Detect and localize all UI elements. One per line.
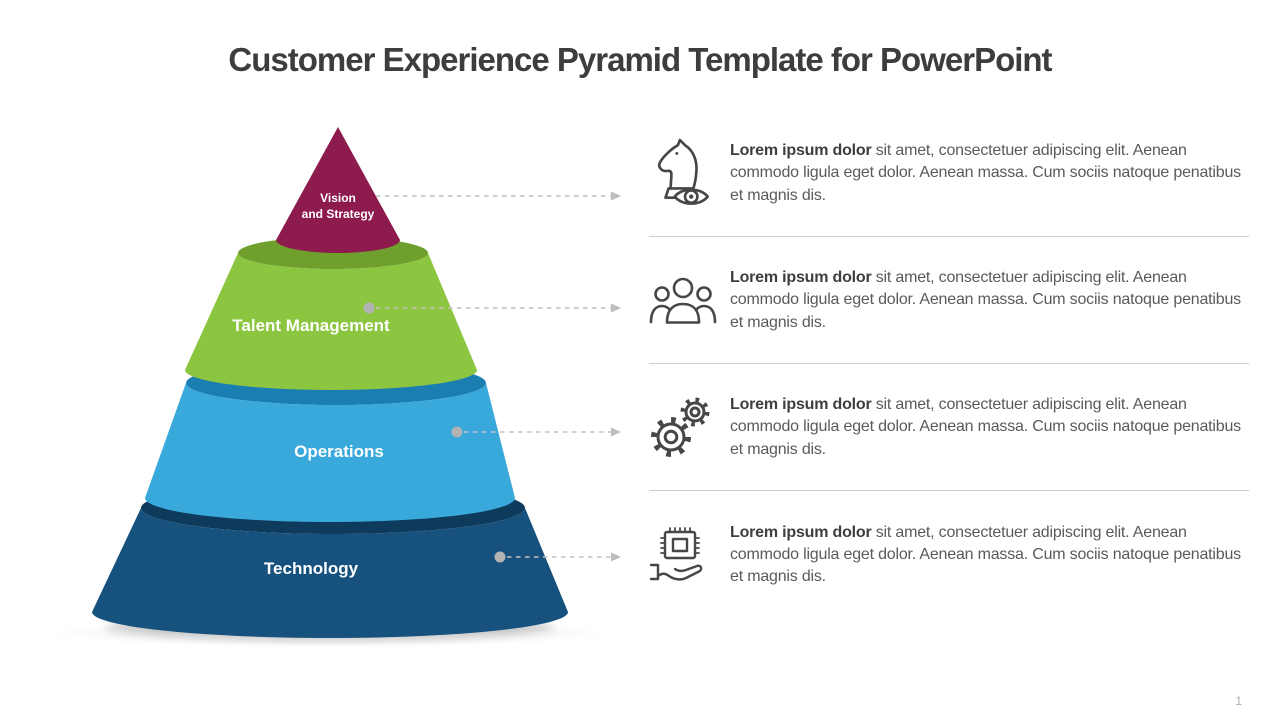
info-section-operations: Lorem ipsum dolor sit amet, consectetuer… <box>649 394 1249 491</box>
connector-dot <box>451 426 463 438</box>
connector-dot <box>363 302 375 314</box>
info-section-talent: Lorem ipsum dolor sit amet, consectetuer… <box>649 267 1249 364</box>
info-body: sit amet, consectetuer adipiscing elit. … <box>730 269 1241 331</box>
description-panel: Lorem ipsum dolor sit amet, consectetuer… <box>649 138 1249 648</box>
team-people-icon <box>649 277 717 324</box>
layer-body <box>92 508 568 638</box>
layer-label-talent-management: Talent Management <box>232 316 390 335</box>
connector-arrow-icon <box>611 427 621 437</box>
pyramid-layer-vision-strategy[interactable]: Vision and Strategy <box>276 127 400 253</box>
layer-label-vision-line2: and Strategy <box>302 207 375 221</box>
pyramid-layer-talent-management[interactable]: Talent Management <box>185 237 477 390</box>
pyramid-diagram: Technology Operations Talent Management … <box>35 127 625 649</box>
info-text: Lorem ipsum dolor sit amet, consectetuer… <box>730 267 1242 334</box>
info-body: sit amet, consectetuer adipiscing elit. … <box>730 396 1241 458</box>
layer-label-vision-line1: Vision <box>320 191 356 205</box>
strategy-knight-eye-icon <box>657 138 710 205</box>
chip-hand-icon <box>649 527 703 581</box>
layer-body <box>145 383 515 522</box>
info-body: sit amet, consectetuer adipiscing elit. … <box>730 523 1241 586</box>
info-lead: Lorem ipsum dolor <box>730 269 872 287</box>
info-section-vision: Lorem ipsum dolor sit amet, consectetuer… <box>649 138 1249 237</box>
info-body: sit amet, consectetuer adipiscing elit. … <box>730 142 1241 204</box>
page-number: 1 <box>1235 694 1242 708</box>
info-lead: Lorem ipsum dolor <box>730 523 872 541</box>
info-section-technology: Lorem ipsum dolor sit amet, consectetuer… <box>649 521 1249 618</box>
gears-icon <box>651 397 710 457</box>
info-lead: Lorem ipsum dolor <box>730 396 872 414</box>
slide-title: Customer Experience Pyramid Template for… <box>228 41 1052 78</box>
info-text: Lorem ipsum dolor sit amet, consectetuer… <box>730 140 1242 207</box>
layer-body <box>276 127 400 253</box>
connector-arrow-icon <box>611 303 621 313</box>
layer-label-technology: Technology <box>264 559 359 578</box>
info-lead: Lorem ipsum dolor <box>730 142 872 160</box>
layer-label-operations: Operations <box>294 442 384 461</box>
connector-dot <box>494 551 506 563</box>
info-text: Lorem ipsum dolor sit amet, consectetuer… <box>730 522 1242 589</box>
connector-arrow-icon <box>611 191 621 201</box>
connector-arrow-icon <box>611 552 621 562</box>
info-text: Lorem ipsum dolor sit amet, consectetuer… <box>730 394 1242 461</box>
layer-body <box>185 253 477 390</box>
